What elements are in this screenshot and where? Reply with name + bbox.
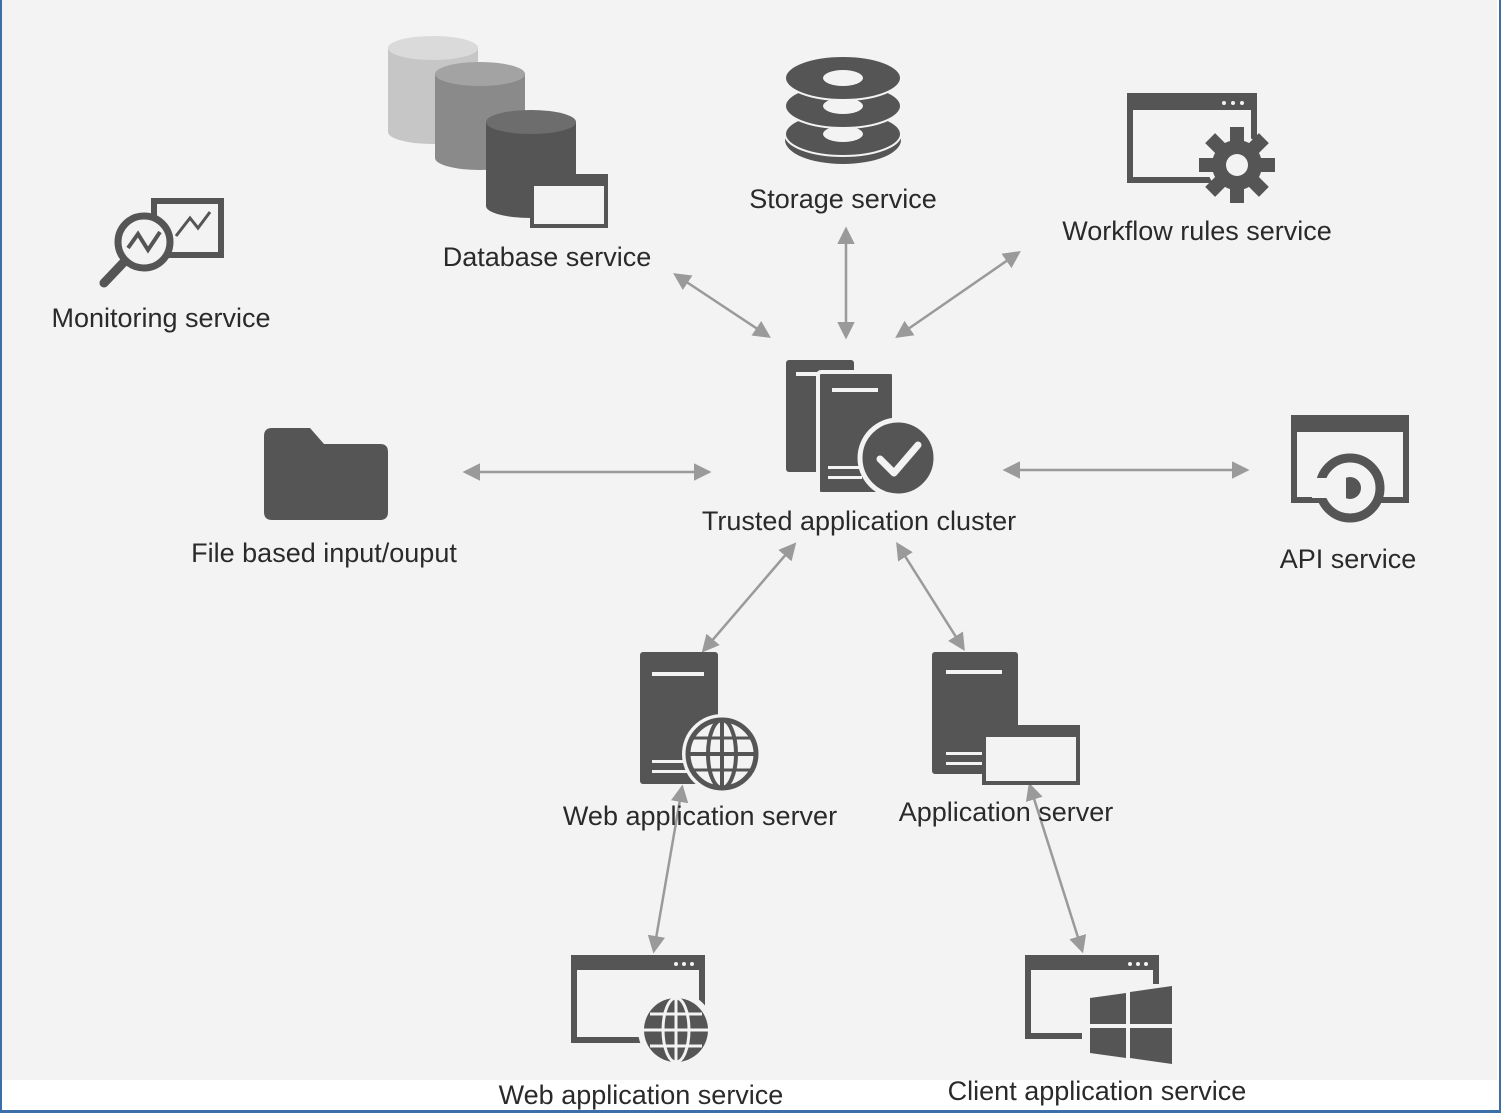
- arrow-cluster-appserver: [896, 542, 965, 651]
- storage-icon: [784, 55, 902, 164]
- api-icon: [1291, 415, 1409, 523]
- cluster-server-check-icon: [786, 360, 939, 499]
- label-trusted-application-cluster: Trusted application cluster: [701, 506, 1017, 536]
- label-web-application-service: Web application service: [498, 1080, 784, 1110]
- label-file-based-io: File based input/ouput: [191, 538, 457, 568]
- folder-icon: [264, 428, 388, 520]
- label-web-application-server: Web application server: [562, 801, 838, 831]
- web-server-globe-icon: [640, 652, 762, 794]
- arrow-webappserver-webappservice: [647, 784, 689, 954]
- database-icon: [388, 36, 608, 228]
- web-window-globe-icon: [571, 955, 714, 1068]
- arrow-workflow-cluster: [895, 251, 1021, 338]
- label-storage-service: Storage service: [749, 184, 937, 214]
- arrow-database-cluster: [673, 273, 771, 338]
- client-window-windows-icon: [1025, 955, 1178, 1064]
- label-application-server: Application server: [898, 797, 1114, 827]
- connectors: [462, 226, 1250, 954]
- monitoring-icon: [99, 198, 224, 288]
- workflow-gear-icon: [1127, 93, 1275, 203]
- arrow-cluster-webappserver: [701, 542, 797, 653]
- label-api-service: API service: [1279, 544, 1417, 574]
- label-client-application-service: Client application service: [947, 1076, 1247, 1106]
- label-monitoring-service: Monitoring service: [51, 303, 271, 333]
- app-server-window-icon: [932, 652, 1080, 785]
- label-database-service: Database service: [442, 242, 652, 272]
- label-workflow-rules-service: Workflow rules service: [1062, 216, 1332, 246]
- arrow-appserver-clientappservice: [1025, 782, 1087, 954]
